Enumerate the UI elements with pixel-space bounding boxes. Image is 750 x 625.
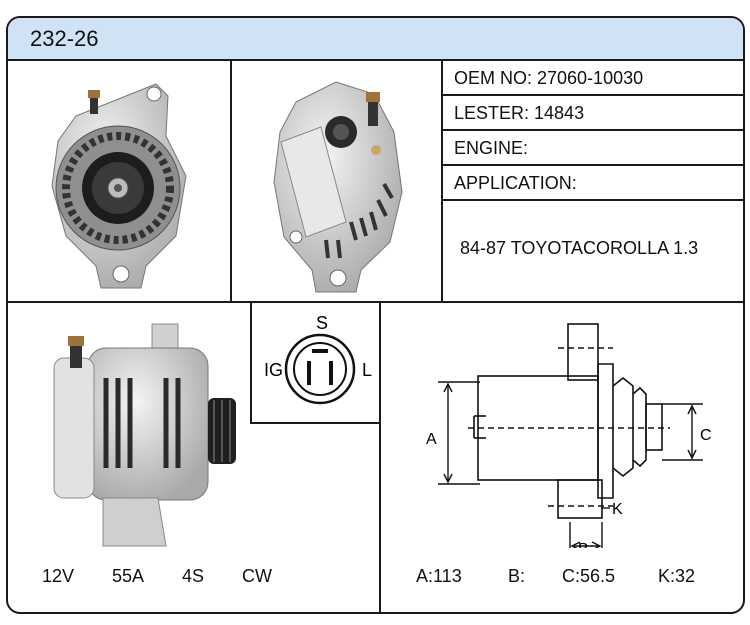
dimension-a: A:113 [416, 566, 462, 586]
divider-spec-4 [441, 199, 743, 201]
plug-inner-ring [293, 342, 347, 396]
plug-terminal-l: L [362, 360, 372, 380]
rating-amperage: 55A [112, 566, 145, 586]
alternator-side-photo [53, 323, 236, 547]
divider-photo-front [230, 60, 232, 302]
rating-voltage: 12V [42, 566, 75, 586]
application-value: 84-87 TOYOTACOROLLA 1.3 [460, 238, 699, 258]
divider-spec-2 [441, 129, 743, 131]
lester-number: LESTER: 14843 [454, 103, 585, 123]
plug-outer-ring [284, 333, 356, 405]
title-bar: 232-26 [8, 18, 743, 61]
plug-pin-ig [307, 361, 311, 385]
divider-plug-bottom [250, 422, 381, 424]
dimension-b: B: [508, 566, 526, 586]
diagram-label-k: K [612, 501, 623, 518]
plug-terminal-s: S [316, 313, 328, 333]
part-number: 232-26 [30, 26, 99, 51]
dimension-diagram: A C K B [426, 323, 712, 548]
plug-terminal-ig: IG [264, 360, 283, 380]
rating-groove: 4S [182, 566, 205, 586]
alternator-front-photo [51, 83, 187, 289]
rating-rotation: CW [242, 566, 272, 586]
divider-spec-1 [441, 94, 743, 96]
oem-number: OEM NO: 27060-10030 [454, 68, 644, 88]
divider-spec-3 [441, 164, 743, 166]
divider-middle [8, 301, 743, 303]
engine-label: ENGINE: [454, 138, 529, 158]
divider-plug-right [379, 301, 381, 612]
product-sheet: 232-26 OEM NO: 27060-10030 LESTER: 14843… [6, 16, 745, 614]
dimension-k: K:32 [658, 566, 696, 586]
application-label: APPLICATION: [454, 173, 577, 193]
plug-pin-s [312, 349, 328, 353]
plug-connector-diagram: S IG L [264, 313, 372, 405]
plug-pin-l [329, 361, 333, 385]
divider-photo-rear [441, 60, 443, 302]
divider-plug-left [250, 301, 252, 424]
alternator-rear-photo [273, 81, 403, 293]
diagram-label-c: C [700, 427, 712, 444]
diagram-label-a: A [426, 431, 437, 448]
dimension-c: C:56.5 [562, 566, 616, 586]
diagram-label-b: B [578, 541, 589, 548]
